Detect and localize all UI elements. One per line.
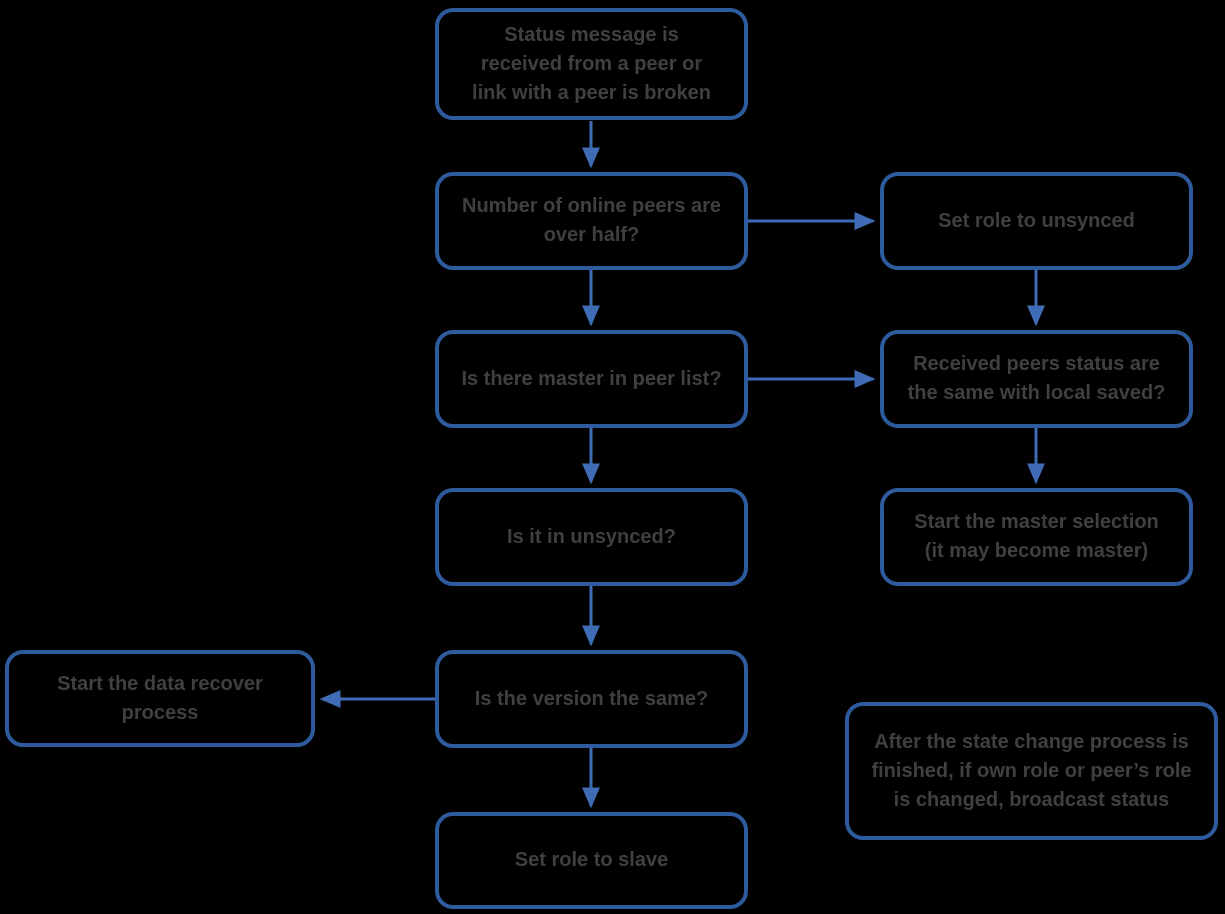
node-start-master-selection: Start the master selection (it may becom…: [880, 488, 1193, 586]
node-label: Start the data recover process: [57, 672, 263, 724]
node-master-in-peer-list: Is there master in peer list?: [435, 330, 748, 428]
node-label: Is there master in peer list?: [461, 367, 722, 390]
node-start-data-recover: Start the data recover process: [5, 650, 315, 747]
node-label: Start the master selection (it may becom…: [914, 511, 1159, 562]
node-label: After the state change process is finish…: [871, 730, 1192, 811]
node-version-same: Is the version the same?: [435, 650, 748, 748]
node-label: Set role to slave: [514, 849, 669, 871]
node-label: Is the version the same?: [474, 687, 709, 710]
node-peers-status-same: Received peers status are the same with …: [880, 330, 1193, 428]
node-label: Status message is received from a peer o…: [472, 23, 711, 104]
node-online-peers-over-half: Number of online peers are over half?: [435, 172, 748, 270]
node-in-unsynced: Is it in unsynced?: [435, 488, 748, 586]
node-label: Number of online peers are over half?: [462, 195, 721, 246]
node-label: Is it in unsynced?: [507, 525, 676, 548]
node-set-role-unsynced: Set role to unsynced: [880, 172, 1193, 270]
node-label: Received peers status are the same with …: [907, 353, 1166, 404]
node-label: Set role to unsynced: [938, 209, 1135, 232]
node-broadcast-note: After the state change process is finish…: [845, 702, 1218, 840]
node-set-role-slave: Set role to slave: [435, 812, 748, 909]
node-status-received: Status message is received from a peer o…: [435, 8, 748, 120]
